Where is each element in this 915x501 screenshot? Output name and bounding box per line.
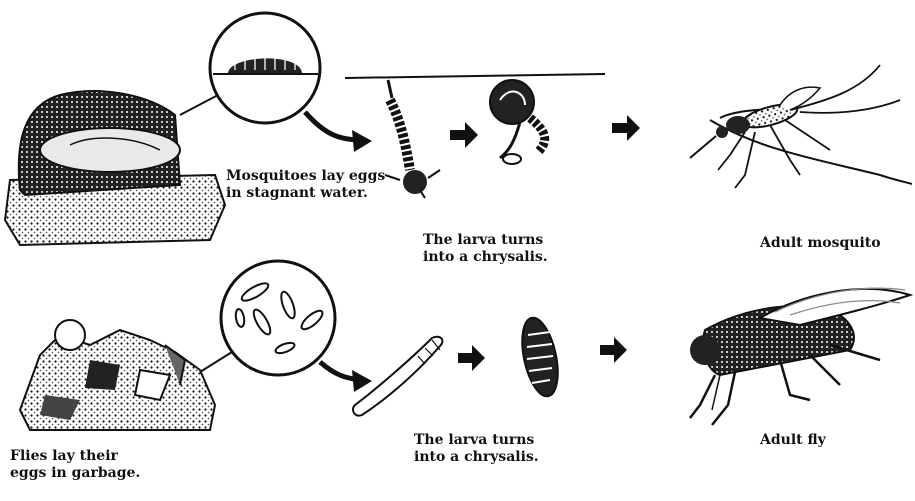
caption-adult-fly: Adult fly [760, 432, 826, 449]
adult-fly-icon [690, 288, 910, 425]
eggs-magnifier-icon [180, 13, 372, 152]
fly-eggs-magnifier-icon [200, 261, 372, 392]
fly-larva-icon [353, 337, 442, 416]
arrow-icon [600, 337, 627, 363]
caption-fly-eggs: Flies lay their eggs in garbage. [10, 448, 140, 482]
garbage-pile-icon [20, 320, 215, 430]
mosquito-chrysalis-icon [490, 80, 545, 164]
water-surface-line [345, 74, 605, 78]
arrow-icon [458, 345, 485, 371]
caption-adult-mosquito: Adult mosquito [760, 235, 881, 252]
mosquito-larva-icon [385, 80, 440, 198]
caption-fly-larva: The larva turns into a chrysalis. [414, 432, 539, 466]
adult-mosquito-icon [690, 65, 912, 188]
arrow-icon [450, 122, 478, 148]
caption-mosquito-eggs: Mosquitoes lay eggs in stagnant water. [226, 168, 385, 202]
caption-mosquito-larva: The larva turns into a chrysalis. [423, 232, 548, 266]
stagnant-water-can-icon [5, 91, 225, 245]
fly-chrysalis-icon [516, 315, 564, 400]
arrow-icon [612, 115, 640, 141]
